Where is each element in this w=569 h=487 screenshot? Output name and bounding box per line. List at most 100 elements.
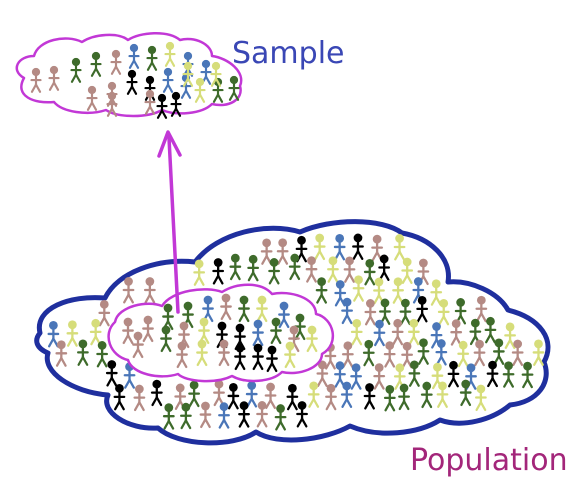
- stick-figure-person-icon: [502, 361, 515, 388]
- stick-figure-person-icon: [521, 361, 534, 389]
- stick-figure-person-icon: [48, 65, 60, 91]
- stick-figure-person-icon: [306, 325, 318, 353]
- stick-figure-person-icon: [373, 277, 385, 305]
- population-people: [47, 233, 545, 431]
- stick-figure-person-icon: [122, 277, 135, 304]
- stick-figure-person-icon: [196, 339, 208, 367]
- stick-figure-person-icon: [393, 363, 406, 390]
- stick-figure-person-icon: [170, 91, 182, 117]
- stick-figure-person-icon: [47, 321, 60, 348]
- stick-figure-person-icon: [227, 383, 240, 410]
- stick-figure-person-icon: [363, 383, 376, 410]
- stick-figure-person-icon: [110, 49, 122, 75]
- stick-figure-person-icon: [90, 51, 102, 77]
- stick-figure-person-icon: [98, 299, 111, 327]
- stick-figure-person-icon: [70, 57, 82, 83]
- stick-figure-person-icon: [362, 339, 375, 367]
- stick-figure-person-icon: [407, 318, 420, 346]
- stick-figure-person-icon: [210, 61, 222, 87]
- stick-figure-person-icon: [383, 384, 396, 412]
- stick-figure-person-icon: [176, 341, 188, 369]
- stick-figure-person-icon: [288, 325, 300, 353]
- stick-figure-person-icon: [373, 363, 386, 390]
- stick-figure-person-icon: [420, 381, 433, 409]
- stick-figure-person-icon: [128, 43, 140, 69]
- stick-figure-person-icon: [437, 298, 450, 326]
- stick-figure-person-icon: [327, 256, 339, 283]
- stick-figure-person-icon: [416, 295, 429, 323]
- stick-figure-person-icon: [86, 85, 98, 111]
- stick-figure-person-icon: [436, 381, 449, 408]
- stick-figure-person-icon: [106, 91, 118, 117]
- stick-figure-person-icon: [412, 277, 425, 304]
- sample-label: Sample: [232, 36, 345, 71]
- stick-figure-person-icon: [352, 233, 364, 260]
- stick-figure-person-icon: [252, 343, 264, 371]
- stick-figure-person-icon: [383, 341, 396, 368]
- stick-figure-person-icon: [486, 360, 499, 388]
- stick-figure-person-icon: [143, 277, 156, 304]
- stick-figure-person-icon: [105, 360, 118, 387]
- stick-figure-person-icon: [229, 253, 242, 281]
- stick-figure-person-icon: [474, 384, 487, 412]
- stick-figure-person-icon: [146, 45, 158, 71]
- stick-figure-person-icon: [315, 277, 328, 304]
- stick-figure-person-icon: [484, 316, 497, 344]
- selection-arrow: [157, 130, 182, 314]
- stick-figure-person-icon: [511, 339, 524, 367]
- stick-figure-person-icon: [160, 325, 172, 353]
- stick-figure-person-icon: [30, 67, 42, 93]
- stick-figure-person-icon: [399, 298, 412, 326]
- sample-region-people: [122, 293, 318, 373]
- stick-figure-person-icon: [220, 293, 232, 321]
- stick-figure-person-icon: [132, 331, 144, 359]
- stick-figure-person-icon: [77, 339, 89, 366]
- stick-figure-person-icon: [378, 254, 391, 281]
- stick-figure-person-icon: [284, 341, 296, 369]
- stick-figure-person-icon: [401, 257, 414, 285]
- stick-figure-person-icon: [268, 258, 281, 285]
- stick-figure-person-icon: [350, 318, 363, 346]
- stick-figure-person-icon: [341, 297, 353, 325]
- stick-figure-person-icon: [247, 254, 260, 282]
- stick-figure-person-icon: [133, 384, 146, 412]
- stick-figure-person-icon: [144, 89, 156, 115]
- stick-figure-person-icon: [194, 77, 206, 103]
- stick-figure-person-icon: [447, 360, 460, 388]
- stick-figure-person-icon: [188, 380, 200, 408]
- stick-figure-person-icon: [296, 401, 308, 428]
- stick-figure-person-icon: [162, 403, 175, 430]
- stick-figure-person-icon: [256, 401, 268, 428]
- stick-figure-person-icon: [305, 256, 318, 283]
- stick-figure-person-icon: [260, 238, 273, 265]
- stick-figure-person-icon: [193, 259, 206, 286]
- stick-figure-person-icon: [459, 379, 472, 407]
- stick-figure-person-icon: [270, 317, 282, 345]
- stick-figure-person-icon: [532, 339, 545, 366]
- stick-figure-person-icon: [391, 318, 404, 346]
- stick-figure-person-icon: [343, 256, 356, 283]
- stick-figure-person-icon: [252, 319, 264, 347]
- stick-figure-person-icon: [435, 339, 448, 366]
- stick-figure-person-icon: [457, 340, 470, 368]
- stick-figure-person-icon: [266, 345, 278, 373]
- stick-figure-person-icon: [352, 275, 365, 302]
- stick-figure-person-icon: [295, 235, 308, 263]
- stick-figure-person-icon: [96, 341, 109, 368]
- stick-figure-person-icon: [142, 315, 154, 343]
- stick-figure-person-icon: [363, 259, 376, 286]
- stick-figure-person-icon: [450, 319, 463, 346]
- stick-figure-person-icon: [473, 339, 486, 367]
- stick-figure-person-icon: [55, 340, 68, 367]
- stick-figure-person-icon: [340, 381, 353, 408]
- stick-figure-person-icon: [393, 234, 406, 261]
- stick-figure-person-icon: [278, 301, 290, 329]
- stick-figure-person-icon: [350, 363, 362, 390]
- stick-figure-person-icon: [307, 381, 320, 408]
- stick-figure-person-icon: [469, 318, 482, 346]
- stick-figure-person-icon: [392, 277, 404, 304]
- stick-figure-person-icon: [234, 343, 246, 371]
- sample-people: [30, 41, 240, 119]
- stick-figure-person-icon: [238, 401, 250, 428]
- stick-figure-person-icon: [198, 317, 210, 345]
